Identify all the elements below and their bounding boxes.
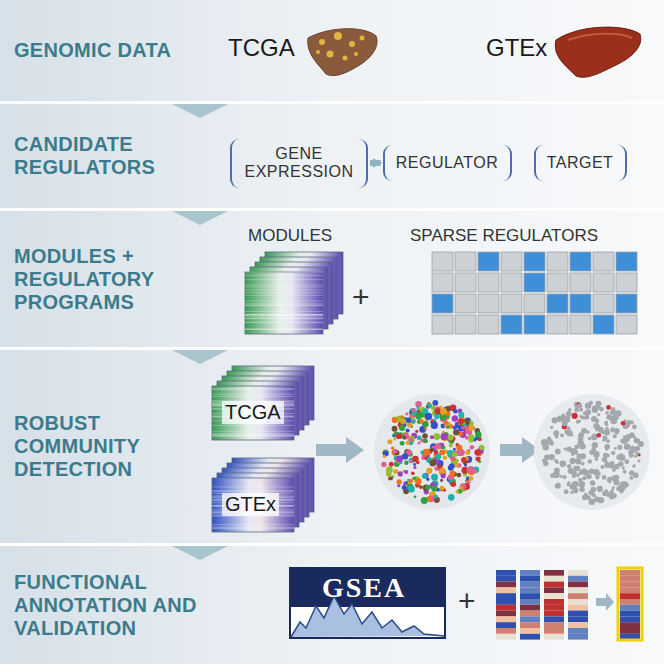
plus-sign: + bbox=[352, 280, 370, 314]
panel-label: GSEA bbox=[322, 572, 406, 604]
panel-label: TCGA bbox=[222, 401, 284, 424]
bracket-box: TARGET bbox=[534, 145, 627, 181]
panel-label: GTEx bbox=[486, 34, 547, 62]
stage-heading: MODULES + REGULATORY PROGRAMS bbox=[14, 245, 199, 314]
panel-label: MODULES bbox=[248, 226, 332, 246]
sparse-regulator-grid bbox=[432, 252, 637, 334]
module-heatmaps bbox=[245, 252, 343, 334]
panel-label: GTEx bbox=[222, 493, 279, 516]
bracket-box: REGULATOR bbox=[383, 145, 512, 181]
box-label: TARGET bbox=[547, 154, 614, 172]
stage-heading: CANDIDATE REGULATORS bbox=[14, 133, 199, 179]
panel-label: TCGA bbox=[228, 34, 295, 62]
stage-heading: ROBUST COMMUNITY DETECTION bbox=[14, 412, 199, 481]
box-label: GENE EXPRESSION bbox=[243, 145, 355, 182]
bracket-box: GENE EXPRESSION bbox=[230, 139, 368, 188]
dataset-heatmaps bbox=[212, 366, 314, 532]
stage-band: CANDIDATE REGULATORS GENE EXPRESSION REGUL… bbox=[0, 104, 664, 208]
stage-heading: FUNCTIONAL ANNOTATION AND VALIDATION bbox=[14, 571, 199, 640]
stage-band: GENOMIC DATA bbox=[0, 0, 664, 101]
panel-label: SPARSE REGULATORS bbox=[410, 226, 598, 246]
stage-heading: GENOMIC DATA bbox=[14, 39, 199, 62]
box-label: REGULATOR bbox=[396, 154, 499, 172]
flow-arrow bbox=[370, 160, 381, 166]
stage-band: ROBUST COMMUNITY DETECTION bbox=[0, 350, 664, 543]
stage-band: FUNCTIONAL ANNOTATION AND VALIDATION bbox=[0, 546, 664, 664]
plus-sign: + bbox=[458, 584, 476, 618]
